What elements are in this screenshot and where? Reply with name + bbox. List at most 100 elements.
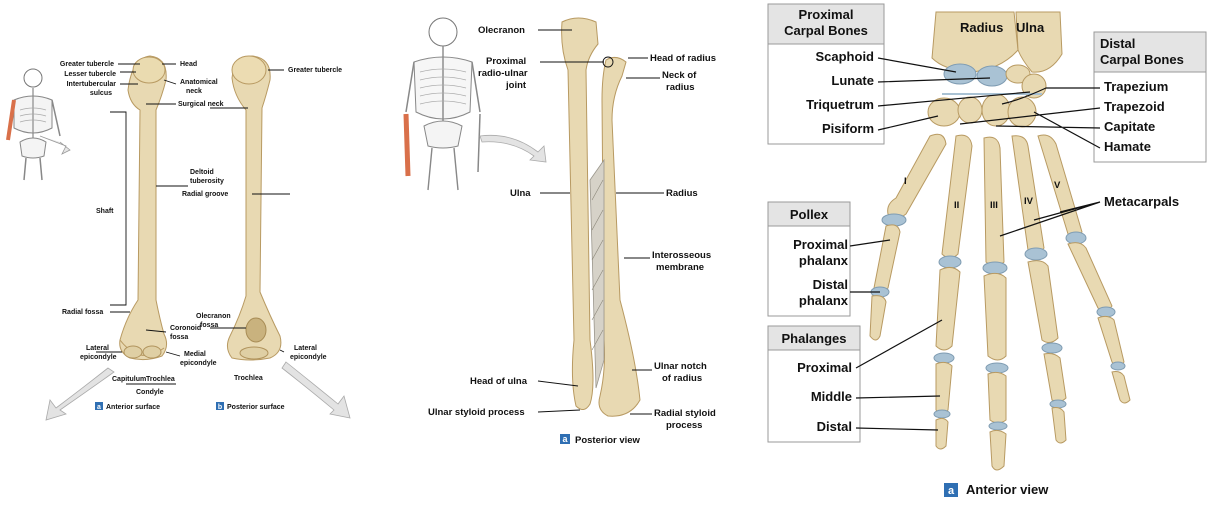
caption-posterior-surface: Posterior surface (227, 404, 285, 411)
label-hand-ulna: Ulna (1016, 20, 1045, 35)
label-phalanx-middle: Middle (811, 389, 852, 404)
proximal-carpal-title-1: Proximal (799, 7, 854, 22)
proximal-carpal-header (767, 3, 885, 45)
label-head-of-ulna: Head of ulna (470, 376, 528, 387)
ulna-bone (561, 17, 599, 410)
badge-letter-forearm: a (562, 434, 568, 444)
label-radial-styloid-2: process (666, 420, 702, 431)
label-pollex-proximal-2: phalanx (799, 253, 849, 268)
pollex-box (767, 225, 851, 317)
forearm-panel: Olecranon Proximal radio-ulnar joint Hea… (403, 17, 716, 446)
label-neck-of-radius-1: Neck of (662, 70, 697, 81)
label-medial-epicondyle-1: Medial (184, 351, 206, 358)
pollex-header (767, 201, 851, 227)
label-greater-tubercle-posterior: Greater tubercle (288, 67, 342, 74)
badge-letter-a: a (97, 404, 101, 411)
label-capitulum: Capitulum (112, 376, 146, 383)
label-radial-groove: Radial groove (182, 191, 228, 198)
humerus-anterior (119, 55, 168, 361)
label-interosseous-2: membrane (656, 262, 704, 273)
humerus-panel: Greater tubercle Lesser tubercle Intertu… (6, 55, 351, 421)
hand-panel: Proximal Carpal Bones Scaphoid Lunate Tr… (767, 3, 1207, 497)
label-hamate: Hamate (1104, 139, 1151, 154)
label-pollex-proximal-1: Proximal (793, 237, 848, 252)
label-interosseous-1: Interosseous (652, 250, 711, 261)
label-condyle: Condyle (136, 389, 164, 396)
distal-carpal-header (1093, 31, 1207, 73)
phalanges-title: Phalanges (781, 331, 846, 346)
label-olecranon: Olecranon (478, 25, 525, 36)
label-shaft: Shaft (96, 208, 114, 215)
label-greater-tubercle: Greater tubercle (60, 61, 114, 68)
skeleton-thumbnail-forearm (403, 17, 547, 191)
label-lateral-epicondyle-1: Lateral (86, 345, 109, 352)
label-triquetrum: Triquetrum (806, 97, 874, 112)
label-metacarpals: Metacarpals (1104, 194, 1179, 209)
hand-ulna-end (1015, 11, 1063, 73)
label-hand-radius: Radius (960, 20, 1003, 35)
label-trochlea-anterior: Trochlea (146, 376, 175, 383)
label-trochlea-posterior: Trochlea (234, 375, 263, 382)
label-anatomical-neck-2: neck (186, 88, 202, 95)
radius-bone (598, 56, 641, 417)
label-head: Head (180, 61, 197, 68)
label-anatomical-neck-1: Anatomical (180, 79, 218, 86)
label-radial-styloid-1: Radial styloid (654, 408, 716, 419)
carpal-bones (927, 63, 1047, 128)
label-olecranon-fossa-1: Olecranon (196, 313, 231, 320)
skeleton-thumbnail-humerus (6, 68, 71, 181)
label-surgical-neck: Surgical neck (178, 101, 224, 108)
pollex-title: Pollex (790, 207, 829, 222)
label-ulnar-styloid: Ulnar styloid process (428, 407, 525, 418)
humerus-posterior (226, 55, 282, 361)
label-lunate: Lunate (831, 73, 874, 88)
label-phalanx-proximal: Proximal (797, 360, 852, 375)
label-pollex-distal-1: Distal (813, 277, 848, 292)
numeral-IV: IV (1024, 196, 1034, 207)
phalanges-header (767, 325, 861, 351)
proximal-carpal-title-2: Carpal Bones (784, 23, 868, 38)
label-lateral-epicondyle-2: epicondyle (80, 354, 117, 361)
label-trapezium: Trapezium (1104, 79, 1168, 94)
label-neck-of-radius-2: radius (666, 82, 695, 93)
label-coronoid-2: fossa (170, 334, 188, 341)
interosseous-membrane (589, 158, 605, 389)
badge-letter-b: b (218, 404, 222, 411)
hand-digits (869, 133, 1131, 471)
label-ulnar-notch-1: Ulnar notch (654, 361, 707, 372)
numeral-II: II (954, 200, 959, 211)
caption-badge-a (95, 402, 103, 410)
caption-badge-hand (944, 483, 958, 497)
distal-carpal-title-1: Distal (1100, 36, 1135, 51)
label-trapezoid: Trapezoid (1104, 99, 1165, 114)
label-lateral-epicondyle-posterior-1: Lateral (294, 345, 317, 352)
label-proximal-joint-2: radio-ulnar (478, 68, 528, 79)
zoom-arrow-right (281, 361, 351, 419)
caption-anterior-view: Anterior view (966, 482, 1049, 497)
label-head-of-radius: Head of radius (650, 53, 716, 64)
label-lesser-tubercle: Lesser tubercle (64, 71, 116, 78)
caption-posterior-view: Posterior view (575, 435, 641, 446)
label-capitate: Capitate (1104, 119, 1155, 134)
caption-badge-b (216, 402, 224, 410)
distal-carpal-title-2: Carpal Bones (1100, 52, 1184, 67)
label-medial-epicondyle-2: epicondyle (180, 360, 217, 367)
label-pollex-distal-2: phalanx (799, 293, 849, 308)
zoom-arrow-left (45, 367, 115, 421)
numeral-III: III (990, 200, 998, 211)
label-scaphoid: Scaphoid (815, 49, 874, 64)
numeral-I: I (904, 176, 907, 187)
label-pisiform: Pisiform (822, 121, 874, 136)
caption-anterior-surface: Anterior surface (106, 404, 160, 411)
caption-badge-forearm (560, 434, 570, 444)
label-intertubercular-1: Intertubercular (67, 81, 117, 88)
label-deltoid-1: Deltoid (190, 169, 214, 176)
label-deltoid-2: tuberosity (190, 178, 224, 185)
label-intertubercular-2: sulcus (90, 90, 112, 97)
label-proximal-joint-1: Proximal (486, 56, 526, 67)
badge-letter-hand: a (948, 485, 955, 497)
label-proximal-joint-3: joint (505, 80, 527, 91)
label-radial-fossa: Radial fossa (62, 309, 103, 316)
distal-carpal-box (1093, 71, 1207, 163)
